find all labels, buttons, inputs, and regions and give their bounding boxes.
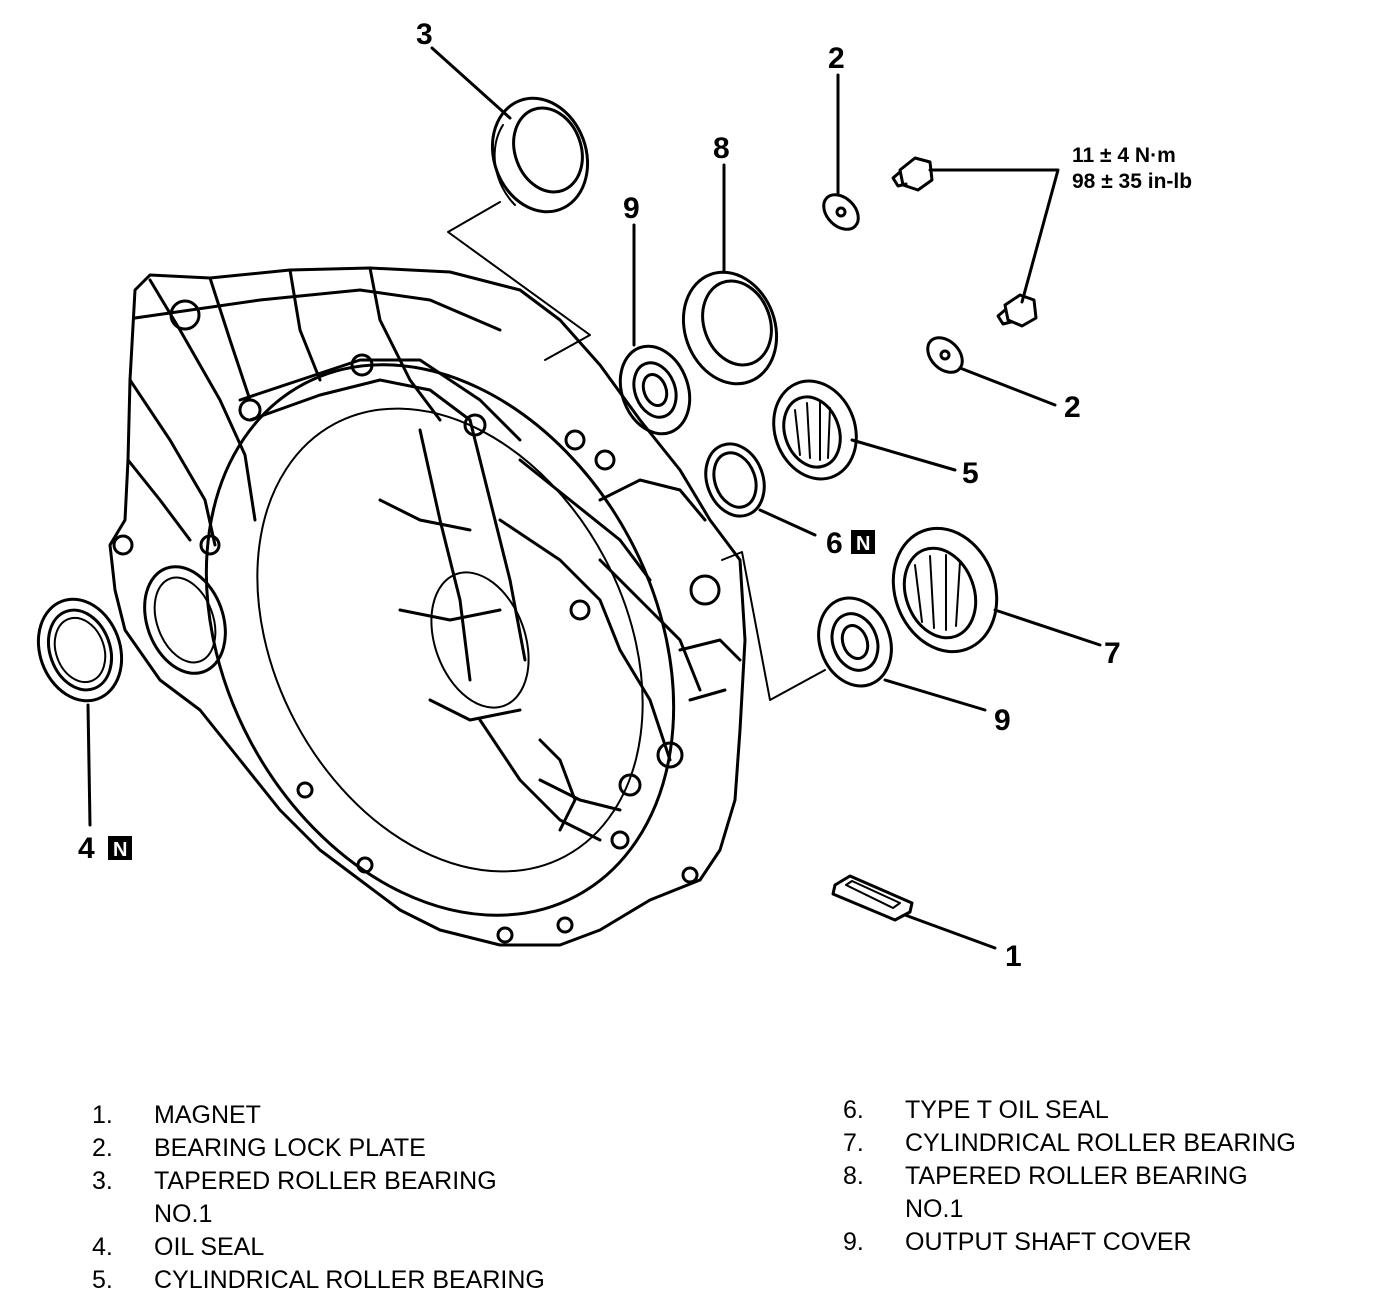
transaxle-case bbox=[108, 266, 747, 947]
callout-2-right: 2 bbox=[1064, 391, 1081, 424]
leader-5 bbox=[850, 438, 957, 472]
legend-item: 4. OIL SEAL bbox=[92, 1231, 545, 1264]
new-part-marker-6-text: N bbox=[856, 533, 870, 555]
new-part-marker-6: N bbox=[851, 530, 875, 555]
legend-text: OIL SEAL bbox=[154, 1233, 265, 1261]
callout-9-bottom: 9 bbox=[994, 704, 1011, 737]
leader-7 bbox=[993, 608, 1102, 647]
legend-number: 9. bbox=[843, 1228, 864, 1256]
legend-number: 1. bbox=[92, 1101, 113, 1129]
legend-item: 9. OUTPUT SHAFT COVER bbox=[843, 1226, 1296, 1259]
legend-number: 8. bbox=[843, 1162, 864, 1190]
legend-item: 6. TYPE T OIL SEAL bbox=[843, 1094, 1296, 1127]
bearing-lock-plate-2-top bbox=[822, 193, 860, 231]
type-t-oil-seal-6 bbox=[704, 442, 766, 518]
output-shaft-cover-9-bottom bbox=[817, 596, 893, 688]
legend-item: 7. CYLINDRICAL ROLLER BEARING bbox=[843, 1127, 1296, 1160]
leader-torque bbox=[928, 168, 1060, 304]
legend-number: 2. bbox=[92, 1134, 113, 1162]
legend-item: 3. TAPERED ROLLER BEARING bbox=[92, 1165, 545, 1198]
callout-1: 1 bbox=[1005, 940, 1022, 973]
axis-line-3 bbox=[447, 201, 591, 361]
legend-number bbox=[92, 1198, 154, 1231]
legend-text: NO.1 bbox=[154, 1200, 213, 1228]
leader-1 bbox=[903, 913, 997, 950]
legend-text: CYLINDRICAL ROLLER BEARING bbox=[154, 1266, 545, 1294]
cylindrical-roller-bearing-5 bbox=[772, 379, 858, 481]
callout-6: 6 bbox=[826, 527, 843, 560]
legend-number bbox=[843, 1193, 905, 1226]
torque-imperial: 98 ± 35 in-lb bbox=[1072, 170, 1192, 193]
legend-right: 6. TYPE T OIL SEAL 7. CYLINDRICAL ROLLER… bbox=[843, 1094, 1296, 1259]
torque-metric: 11 ± 4 N·m bbox=[1072, 144, 1176, 167]
leader-3 bbox=[430, 46, 512, 120]
leader-2-right bbox=[958, 366, 1057, 407]
legend-left: 1. MAGNET 2. BEARING LOCK PLATE 3. TAPER… bbox=[92, 1099, 545, 1297]
tapered-roller-bearing-3 bbox=[490, 96, 590, 214]
leader-6 bbox=[758, 508, 817, 537]
bearing-lock-plate-2-right bbox=[926, 336, 964, 374]
callout-2-top: 2 bbox=[828, 42, 845, 75]
callout-7: 7 bbox=[1104, 637, 1121, 670]
legend-item: 1. MAGNET bbox=[92, 1099, 545, 1132]
legend-number: 7. bbox=[843, 1129, 864, 1157]
legend-number: 4. bbox=[92, 1233, 113, 1261]
axis-line-9 bbox=[721, 551, 826, 701]
bolt-bottom bbox=[996, 293, 1038, 328]
callout-4: 4 bbox=[78, 832, 95, 865]
tapered-roller-bearing-8 bbox=[681, 270, 779, 386]
legend-item: 5. CYLINDRICAL ROLLER BEARING bbox=[92, 1264, 545, 1297]
cylindrical-roller-bearing-7 bbox=[891, 526, 999, 654]
leader-9-bottom bbox=[883, 678, 987, 712]
legend-text: MAGNET bbox=[154, 1101, 261, 1129]
legend-text: CYLINDRICAL ROLLER BEARING bbox=[905, 1129, 1296, 1157]
legend-text: OUTPUT SHAFT COVER bbox=[905, 1228, 1192, 1256]
magnet-1 bbox=[831, 874, 914, 922]
bolt-top bbox=[891, 156, 934, 192]
legend-number: 3. bbox=[92, 1167, 113, 1195]
legend-number: 5. bbox=[92, 1266, 113, 1294]
new-part-marker-4: N bbox=[108, 836, 132, 861]
legend-item: NO.1 bbox=[843, 1193, 1296, 1226]
callout-3: 3 bbox=[416, 18, 433, 51]
oil-seal-4 bbox=[36, 597, 124, 703]
legend-item: 2. BEARING LOCK PLATE bbox=[92, 1132, 545, 1165]
legend-text: TAPERED ROLLER BEARING bbox=[905, 1162, 1248, 1190]
legend-text: TYPE T OIL SEAL bbox=[905, 1096, 1109, 1124]
callout-8: 8 bbox=[713, 132, 730, 165]
output-shaft-cover-9-top bbox=[618, 344, 692, 436]
legend-number: 6. bbox=[843, 1096, 864, 1124]
callout-9-top: 9 bbox=[623, 192, 640, 225]
legend-text: BEARING LOCK PLATE bbox=[154, 1134, 426, 1162]
legend-item: 8. TAPERED ROLLER BEARING bbox=[843, 1160, 1296, 1193]
exploded-view-diagram: 3 2 8 9 2 5 6 7 9 4 1 N N 11 ± 4 N·m 98 … bbox=[36, 18, 1192, 973]
new-part-marker-4-text: N bbox=[113, 839, 127, 861]
legend-item: NO.1 bbox=[92, 1198, 545, 1231]
legend-text: TAPERED ROLLER BEARING bbox=[154, 1167, 497, 1195]
legend-text: NO.1 bbox=[905, 1195, 964, 1223]
leader-4 bbox=[86, 703, 92, 827]
callout-5: 5 bbox=[962, 457, 979, 490]
